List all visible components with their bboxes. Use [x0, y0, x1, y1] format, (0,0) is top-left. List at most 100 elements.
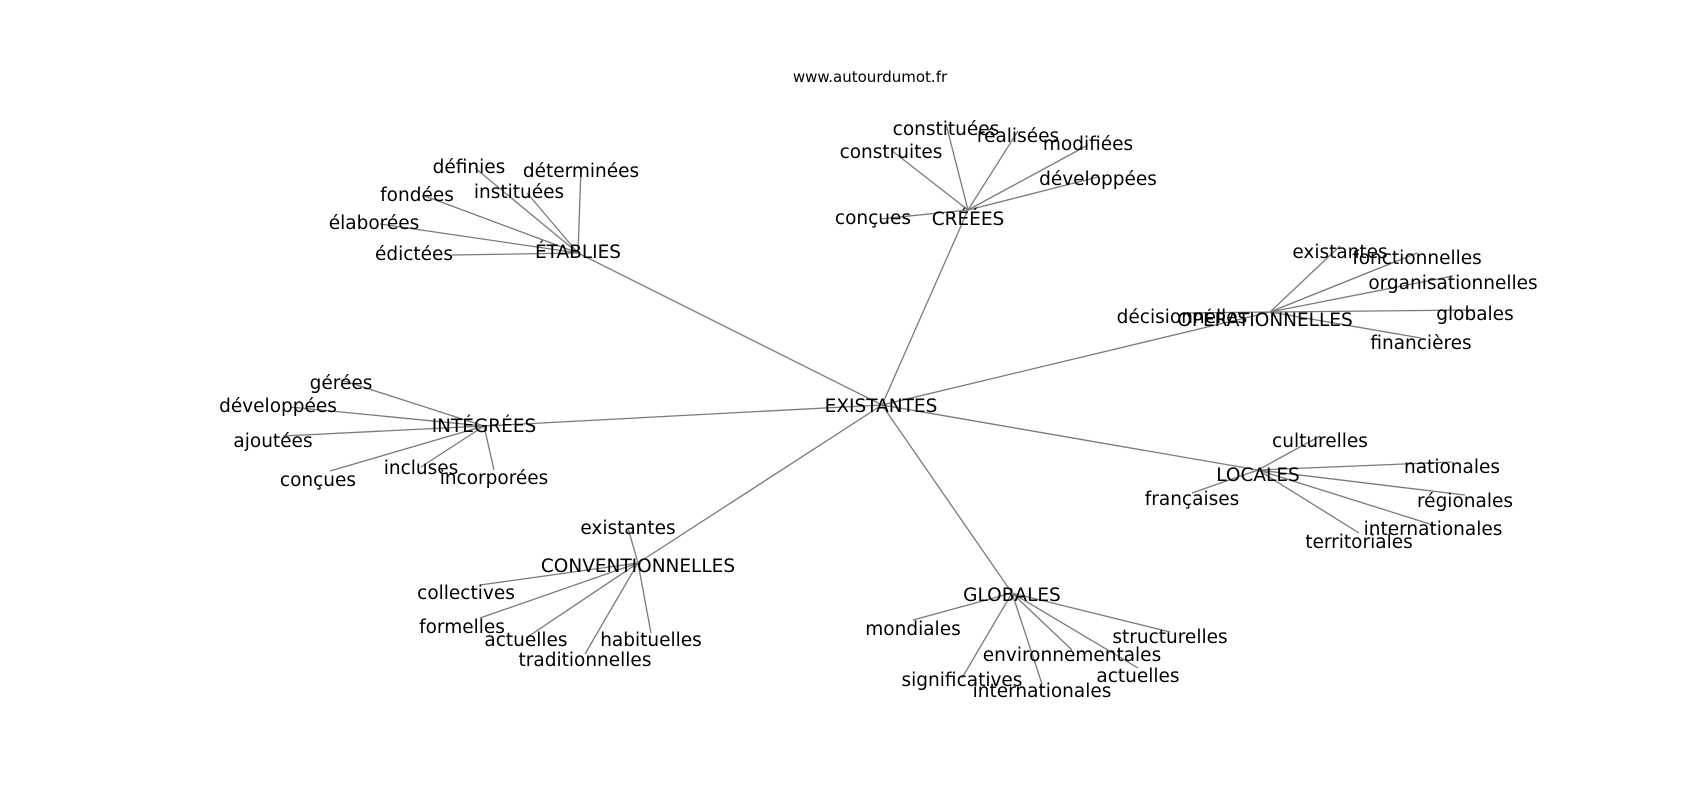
root-edge: [881, 404, 1013, 594]
leaf-node-label: édictées: [375, 244, 453, 265]
leaf-node-label: globales: [1436, 304, 1513, 325]
leaf-edge: [577, 167, 582, 254]
leaf-edge: [1257, 469, 1466, 496]
leaf-node-label: décisionnelles: [1117, 307, 1248, 328]
leaf-node-label: élaborées: [329, 213, 420, 234]
leaf-edge: [289, 406, 485, 427]
leaf-node-label: développées: [219, 396, 337, 417]
leaf-edge: [379, 223, 579, 254]
leaf-node-label: existantes: [1292, 242, 1387, 263]
leaf-edge: [1191, 469, 1259, 494]
leaf-edge: [479, 562, 639, 586]
leaf-node-label: actuelles: [484, 630, 567, 651]
leaf-node-label: culturelles: [1272, 431, 1368, 452]
leaf-edge: [479, 562, 639, 619]
group-node-label: LOCALES: [1216, 465, 1300, 486]
leaf-edge: [879, 209, 969, 220]
leaf-edge: [1257, 469, 1360, 534]
leaf-node-label: internationales: [973, 681, 1112, 702]
leaf-node-label: environnementales: [983, 645, 1161, 666]
leaf-edge: [420, 425, 485, 468]
leaf-edge: [1257, 469, 1434, 526]
leaf-edge: [525, 562, 639, 639]
leaf-edge: [890, 149, 969, 211]
leaf-node-label: significatives: [902, 670, 1023, 691]
leaf-edge: [329, 425, 485, 472]
leaf-node-label: collectives: [417, 583, 515, 604]
leaf-node-label: ajoutées: [233, 431, 312, 452]
leaf-edge: [1269, 309, 1476, 313]
leaf-node-label: conçues: [835, 208, 911, 229]
leaf-edge: [1181, 311, 1271, 314]
leaf-edge: [967, 176, 1099, 211]
root-edge: [577, 252, 883, 406]
leaf-edge: [637, 562, 652, 634]
graph-labels: www.autourdumot.fr définies déterminées fo…: [219, 68, 1538, 702]
leaf-edge: [1011, 592, 1043, 685]
leaf-node-label: mondiales: [865, 619, 960, 640]
root-edge: [637, 404, 883, 564]
root-edge: [881, 311, 1271, 406]
leaf-node-label: construites: [840, 142, 943, 163]
leaf-node-label: déterminées: [523, 161, 639, 182]
leaf-edge: [451, 252, 579, 256]
group-node-label: ÉTABLIES: [535, 241, 621, 263]
leaf-edge: [474, 167, 579, 254]
leaf-node-label: définies: [433, 157, 506, 178]
leaf-edge: [967, 130, 1019, 211]
leaf-edge: [961, 592, 1013, 679]
leaf-node-label: conçues: [280, 470, 356, 491]
leaf-node-label: territoriales: [1305, 532, 1412, 553]
leaf-edge: [282, 425, 485, 437]
leaf-node-label: financières: [1370, 333, 1471, 354]
leaf-node-label: fonctionnelles: [1352, 248, 1482, 269]
leaf-node-label: formelles: [419, 617, 505, 638]
source-label: www.autourdumot.fr: [793, 68, 948, 86]
group-node-label: CONVENTIONNELLES: [541, 556, 735, 577]
leaf-node-label: fondées: [380, 185, 454, 206]
leaf-edge: [967, 144, 1089, 211]
leaf-node-label: nationales: [1404, 457, 1500, 478]
leaf-node-label: instituées: [474, 182, 564, 203]
group-node-label: OPÉRATIONNELLES: [1177, 309, 1352, 331]
leaf-edge: [1011, 592, 1171, 633]
root-edge: [881, 209, 969, 406]
leaf-node-label: françaises: [1145, 489, 1240, 510]
leaf-edge: [1269, 275, 1454, 313]
leaf-node-label: gérées: [310, 373, 373, 394]
root-node-label: EXISTANTES: [825, 396, 938, 417]
graph-edges: [282, 123, 1476, 685]
leaf-node-label: développées: [1039, 169, 1157, 190]
leaf-node-label: structurelles: [1112, 627, 1227, 648]
leaf-node-label: traditionnelles: [519, 650, 652, 671]
leaf-edge: [340, 379, 485, 427]
leaf-edge: [584, 562, 639, 655]
leaf-edge: [1269, 252, 1418, 313]
leaf-node-label: modifiées: [1043, 134, 1133, 155]
leaf-edge: [526, 192, 579, 254]
leaf-edge: [1269, 311, 1422, 339]
leaf-node-label: incorporées: [440, 468, 549, 489]
leaf-node-label: habituelles: [600, 630, 702, 651]
leaf-edge: [424, 195, 579, 254]
leaf-node-label: organisationnelles: [1368, 273, 1537, 294]
leaf-edge: [1011, 592, 1139, 669]
leaf-node-label: existantes: [580, 518, 675, 539]
leaf-edge: [1257, 461, 1453, 471]
leaf-edge: [1257, 435, 1321, 471]
leaf-edge: [627, 527, 639, 564]
leaf-node-label: incluses: [384, 458, 459, 479]
group-node-label: GLOBALES: [963, 585, 1061, 606]
leaf-node-label: régionales: [1417, 491, 1513, 512]
root-edge: [483, 404, 883, 427]
group-node-label: CRÉÉES: [932, 208, 1005, 230]
leaf-node-label: internationales: [1364, 519, 1503, 540]
leaf-node-label: actuelles: [1096, 666, 1179, 687]
leaf-edge: [483, 425, 495, 471]
leaf-node-label: réalisées: [977, 126, 1059, 147]
group-node-label: INTÉGRÉES: [432, 415, 537, 437]
leaf-edge: [945, 123, 969, 211]
leaf-edge: [1011, 592, 1073, 651]
leaf-node-label: constituées: [893, 119, 1000, 140]
